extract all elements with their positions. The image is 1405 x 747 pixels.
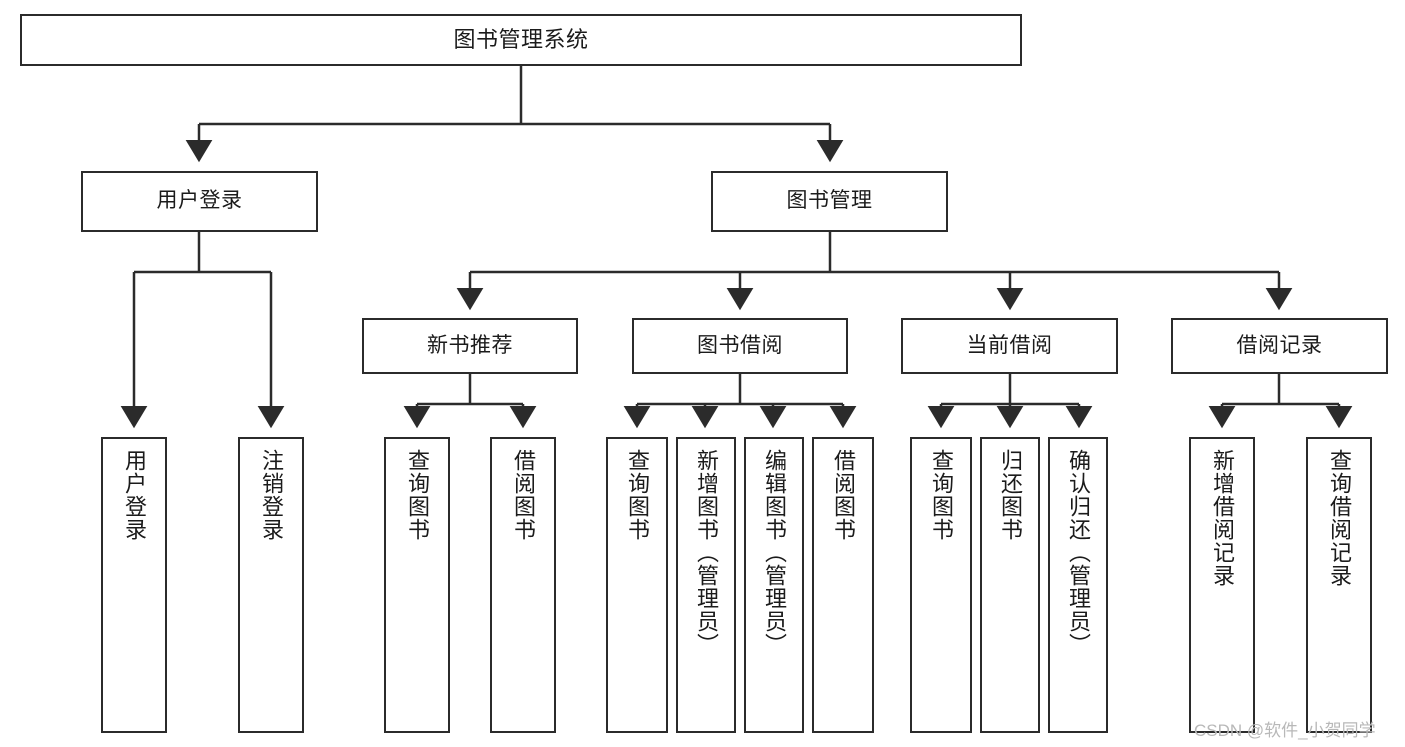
leaf-edit-book-admin[interactable]: 编辑图书（管理员） (744, 437, 804, 733)
node-book-borrowing[interactable]: 图书借阅 (632, 318, 848, 374)
leaf-borrow-books-recommend[interactable]: 借阅图书 (490, 437, 556, 733)
leaf-add-borrow-record[interactable]: 新增借阅记录 (1189, 437, 1255, 733)
leaf-logout[interactable]: 注销登录 (238, 437, 304, 733)
node-root-book-management-system[interactable]: 图书管理系统 (20, 14, 1022, 66)
leaf-query-borrow-record[interactable]: 查询借阅记录 (1306, 437, 1372, 733)
node-label: 借阅图书 (510, 449, 536, 541)
node-label: 新书推荐 (427, 333, 513, 357)
leaf-return-books[interactable]: 归还图书 (980, 437, 1040, 733)
node-label: 查询图书 (624, 449, 650, 541)
node-book-management[interactable]: 图书管理 (711, 171, 948, 232)
leaf-add-book-admin[interactable]: 新增图书（管理员） (676, 437, 736, 733)
node-label: 图书借阅 (697, 333, 783, 357)
node-label: 查询图书 (404, 449, 430, 541)
node-new-book-recommendation[interactable]: 新书推荐 (362, 318, 578, 374)
leaf-user-login[interactable]: 用户登录 (101, 437, 167, 733)
node-label: 编辑图书（管理员） (761, 449, 787, 656)
node-label: 注销登录 (258, 449, 284, 541)
node-label: 归还图书 (997, 449, 1023, 541)
csdn-watermark: CSDN @软件_小贺同学 (1194, 721, 1376, 740)
node-label: 图书管理系统 (453, 27, 589, 53)
node-label: 新增图书（管理员） (693, 449, 719, 656)
node-label: 确认归还（管理员） (1065, 449, 1091, 656)
node-user-login[interactable]: 用户登录 (81, 171, 318, 232)
leaf-query-books-borrow[interactable]: 查询图书 (606, 437, 668, 733)
leaf-query-books-recommend[interactable]: 查询图书 (384, 437, 450, 733)
node-label: 查询借阅记录 (1326, 449, 1352, 587)
leaf-borrow-books[interactable]: 借阅图书 (812, 437, 874, 733)
node-label: 当前借阅 (966, 333, 1053, 357)
node-label: 用户登录 (121, 449, 147, 541)
node-label: 用户登录 (156, 189, 243, 213)
leaf-confirm-return-admin[interactable]: 确认归还（管理员） (1048, 437, 1108, 733)
leaf-query-books-current[interactable]: 查询图书 (910, 437, 972, 733)
node-label: 图书管理 (786, 189, 873, 213)
node-borrow-records[interactable]: 借阅记录 (1171, 318, 1388, 374)
node-label: 借阅记录 (1236, 333, 1323, 357)
node-label: 借阅图书 (830, 449, 856, 541)
node-label: 查询图书 (928, 449, 954, 541)
node-current-borrowing[interactable]: 当前借阅 (901, 318, 1118, 374)
node-label: 新增借阅记录 (1209, 449, 1235, 587)
